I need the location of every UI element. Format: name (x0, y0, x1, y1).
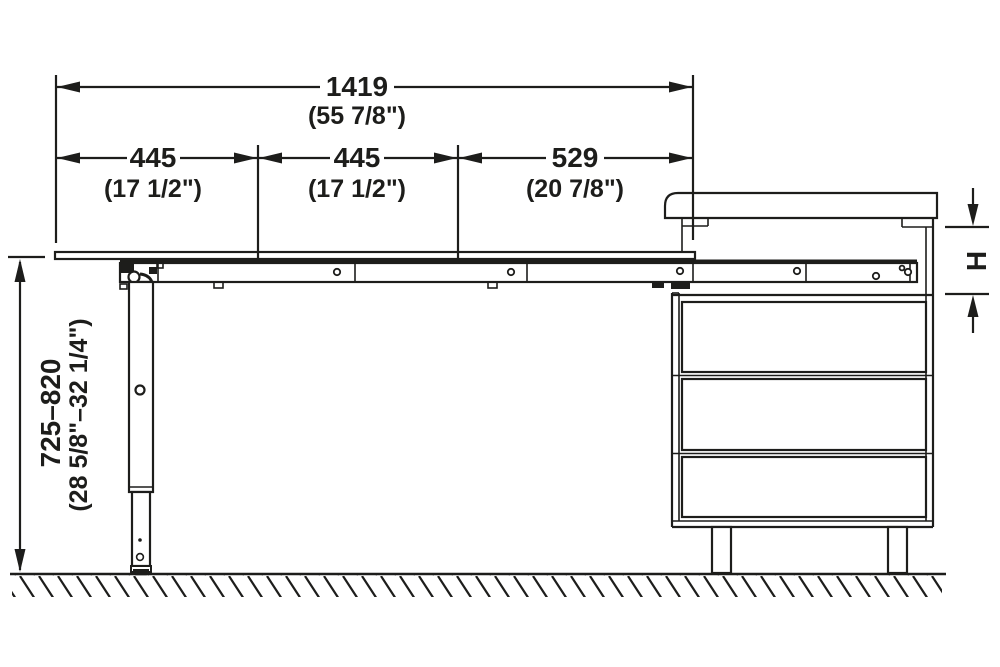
cabinet-countertop (663, 191, 939, 220)
arrowhead-right (669, 152, 692, 164)
arrowhead-right (234, 152, 257, 164)
countertop-bracket-right (901, 218, 933, 228)
dimension-height-range: 725–820 (28 5/8"–32 1/4") (8, 255, 93, 572)
segment-2-inches: (17 1/2") (308, 175, 406, 203)
height-range-inches: (28 5/8"–32 1/4") (65, 318, 93, 511)
segment-3-mm: 529 (552, 142, 599, 173)
arrowhead-up (14, 259, 26, 282)
segment-1-inches: (17 1/2") (104, 175, 202, 203)
leg-upper-section (127, 280, 155, 494)
arrowhead-down (967, 204, 979, 226)
desk-leg (127, 280, 155, 576)
arrowhead-left (459, 152, 482, 164)
rail-mounting-clips (213, 281, 690, 289)
drawer-front-3[interactable] (680, 455, 928, 519)
dimension-segment-1: 445 (17 1/2") (57, 142, 260, 259)
height-range-mm: 725–820 (35, 358, 66, 467)
desk (53, 250, 919, 576)
drawer-front-2[interactable] (680, 377, 928, 452)
arrowhead-left (259, 152, 282, 164)
overall-width-mm: 1419 (326, 71, 388, 102)
dimension-segment-3: 529 (20 7/8") (459, 142, 692, 203)
lock-pivot (127, 270, 141, 284)
leg-foot-glide (135, 571, 147, 576)
lock-block (149, 267, 157, 274)
segment-3-inches: (20 7/8") (526, 175, 624, 203)
leg-hole-lower (135, 552, 145, 562)
arrowhead-right (669, 81, 692, 93)
clearance-h-label: H (961, 251, 992, 271)
rail-top-strip (120, 259, 917, 263)
desk-tabletop (53, 250, 697, 261)
dimension-segment-2: 445 (17 1/2") (259, 142, 460, 259)
segment-1-mm: 445 (130, 142, 177, 173)
arrowhead-down (14, 549, 26, 572)
arrowhead-up (967, 295, 979, 317)
cabinet-leg-left (710, 525, 733, 575)
pedestal-cabinet (663, 191, 939, 575)
cabinet-leg-right (886, 525, 909, 575)
leg-foot-pad (133, 569, 149, 572)
arrowhead-left (57, 152, 80, 164)
lock-tab (156, 262, 164, 269)
countertop-bracket-left (681, 218, 709, 252)
rail-screw-holes (332, 264, 913, 281)
arrowhead-left (57, 81, 80, 93)
dimension-overall-width: 1419 (55 7/8") (54, 71, 695, 243)
leg-hole-upper (134, 384, 146, 396)
overall-width-inches: (55 7/8") (308, 102, 406, 130)
floor (10, 572, 946, 597)
segment-2-mm: 445 (334, 142, 381, 173)
leg-pin-dot (138, 538, 142, 542)
lock-housing (120, 264, 134, 273)
floor-hatching (12, 575, 942, 597)
lock-plate (119, 283, 128, 290)
arrowhead-right (434, 152, 457, 164)
desk-frame-rail (118, 259, 919, 289)
dimension-clearance-h: H (945, 188, 992, 333)
leg-lower-section (130, 490, 152, 568)
drawer-front-1[interactable] (680, 300, 928, 374)
